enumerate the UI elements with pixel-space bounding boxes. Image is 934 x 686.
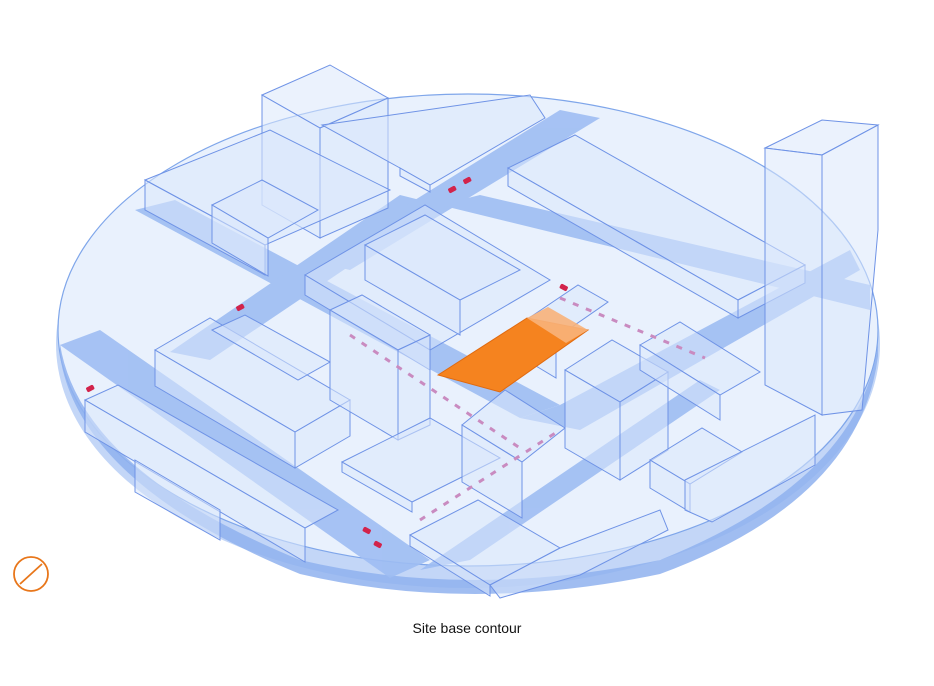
building-masses bbox=[83, 64, 880, 599]
north-arrow-icon bbox=[13, 556, 49, 592]
building-block-west bbox=[154, 314, 351, 469]
building-tower-east bbox=[763, 119, 880, 416]
building-strip-north bbox=[320, 94, 546, 193]
car bbox=[86, 384, 95, 392]
pedestrian-paths bbox=[349, 296, 706, 522]
building-tower-center bbox=[328, 294, 432, 441]
cars bbox=[86, 176, 568, 548]
car bbox=[559, 283, 568, 291]
target-site-plot-highlight bbox=[527, 307, 588, 343]
car bbox=[362, 526, 371, 534]
car bbox=[373, 540, 382, 548]
car bbox=[448, 185, 457, 193]
car bbox=[236, 303, 245, 311]
building-block-northwest bbox=[143, 129, 392, 277]
building-strip-southwest bbox=[83, 384, 340, 563]
car bbox=[463, 176, 472, 184]
diagram-caption: Site base contour bbox=[412, 620, 522, 636]
building-block-south bbox=[408, 499, 669, 599]
